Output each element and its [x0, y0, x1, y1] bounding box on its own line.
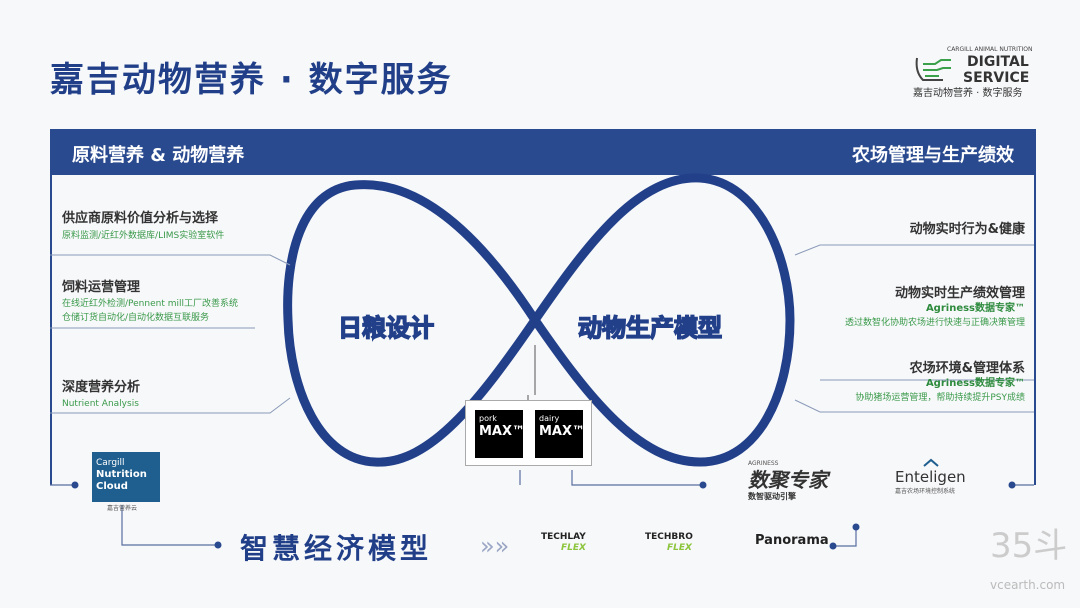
- right-item-title: 农场环境&管理体系: [909, 361, 1025, 376]
- logo-circuit-icon: [915, 57, 951, 81]
- left-item-title: 供应商原料价值分析与选择: [62, 211, 219, 226]
- frame-left: [50, 175, 52, 485]
- loop-left-label: 日粮设计: [337, 313, 435, 343]
- loop-right-label: 动物生产模型: [577, 313, 723, 343]
- arrows-icon: »»: [480, 532, 510, 560]
- watermark-url: vcearth.com: [990, 578, 1066, 592]
- cnc-caption: 嘉吉营养云: [107, 505, 138, 512]
- smart-economic-model: 智慧经济模型: [240, 532, 433, 565]
- panorama-logo: Panorama: [755, 533, 829, 548]
- pork-max-big: MAX™: [479, 424, 523, 439]
- right-item-title: 动物实时行为&健康: [909, 222, 1025, 237]
- techbro-name: TECHBRO: [645, 532, 693, 542]
- logo-line2: DIGITAL: [967, 54, 1029, 70]
- logo-line4: 嘉吉动物营养 · 数字服务: [913, 88, 1023, 99]
- right-item-sub: 透过数智化协助农场进行快速与正确决策管理: [844, 318, 1025, 328]
- left-item-sub: 在线近红外检测/Pennent mill工厂改善系统: [62, 299, 238, 309]
- agriness-name: 数聚专家: [748, 468, 828, 492]
- techlay-flex: FLEX: [561, 543, 586, 553]
- cnc-line3: Cloud: [96, 481, 128, 492]
- right-item-title: 动物实时生产绩效管理: [894, 286, 1025, 301]
- header-band: 原料营养 & 动物营养 农场管理与生产绩效: [50, 129, 1036, 175]
- cnc-line2: Nutrition: [96, 469, 147, 480]
- dairy-max-big: MAX™: [539, 424, 583, 439]
- enteligen-name: Enteligen: [895, 468, 966, 486]
- pork-max-small: pork: [479, 414, 497, 423]
- techlay-name: TECHLAY: [541, 532, 586, 542]
- right-item-brand: Agriness数据专家™: [925, 303, 1025, 314]
- digital-service-logo: CARGILL ANIMAL NUTRITION DIGITAL SERVICE…: [905, 46, 1045, 110]
- enteligen-logo: Enteligen 嘉吉农场环境控制系统: [895, 458, 966, 496]
- enteligen-sub: 嘉吉农场环境控制系统: [895, 488, 956, 495]
- agriness-top: AGRINESS: [748, 460, 779, 467]
- left-item-title: 饲料运营管理: [62, 280, 141, 295]
- band-right-label: 农场管理与生产绩效: [852, 145, 1014, 166]
- left-item-sub: Nutrient Analysis: [62, 399, 139, 409]
- dairy-max-small: dairy: [539, 414, 560, 423]
- cnc-line1: Cargill: [96, 458, 125, 468]
- cargill-nutrition-cloud-logo: Cargill Nutrition Cloud: [92, 452, 160, 502]
- watermark: 35斗: [990, 526, 1068, 566]
- techlay-flex-logo: TECHLAY FLEX: [541, 532, 586, 554]
- frame-right: [1034, 175, 1036, 485]
- logo-line3: SERVICE: [963, 70, 1030, 86]
- right-item-sub: 协助猪场运营管理，帮助持续提升PSY成绩: [855, 393, 1025, 403]
- right-item-brand: Agriness数据专家™: [925, 378, 1025, 389]
- techbro-flex: FLEX: [667, 543, 692, 553]
- agriness-sub: 数智驱动引擎: [748, 492, 796, 501]
- page-title: 嘉吉动物营养 · 数字服务: [50, 60, 453, 100]
- left-item-sub: 原料监测/近红外数据库/LIMS实验室软件: [62, 231, 225, 241]
- left-item-title: 深度营养分析: [62, 380, 141, 395]
- techbro-flex-logo: TECHBRO FLEX: [645, 532, 693, 554]
- left-item-sub: 仓储订货自动化/自动化数据互联服务: [62, 313, 210, 323]
- agriness-logo: AGRINESS 数聚专家 数智驱动引擎: [748, 460, 828, 502]
- band-left-label: 原料营养 & 动物营养: [72, 145, 245, 166]
- logo-line1: CARGILL ANIMAL NUTRITION: [947, 46, 1033, 53]
- enteligen-chevron-icon: [923, 458, 939, 467]
